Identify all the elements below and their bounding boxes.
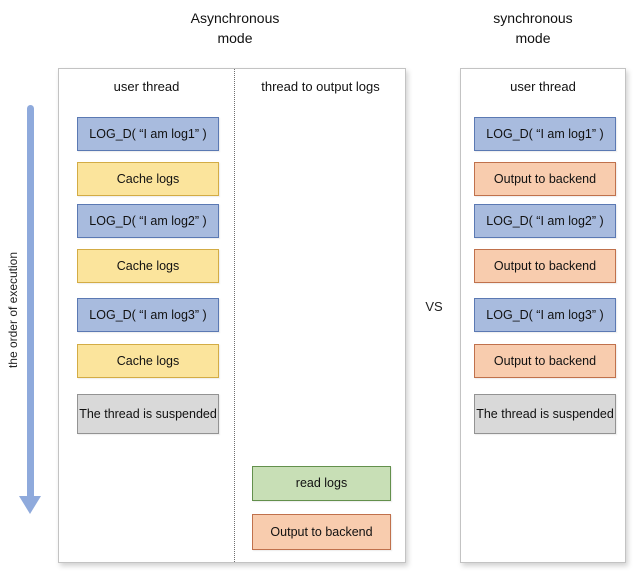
async-node-cache-logs-1: Cache logs xyxy=(77,162,219,196)
vs-label: VS xyxy=(425,299,443,314)
sync-node-log1: LOG_D( “I am log1” ) xyxy=(474,117,616,151)
async-user-thread-header: user thread xyxy=(113,79,180,94)
thread-divider-dotted-line xyxy=(234,69,235,562)
async-node-log3: LOG_D( “I am log3” ) xyxy=(77,298,219,332)
async-output-thread-header: thread to output logs xyxy=(261,79,380,94)
async-mode-panel: user thread thread to output logs LOG_D(… xyxy=(58,68,406,563)
execution-order-arrowhead-icon xyxy=(19,496,41,514)
async-node-log2: LOG_D( “I am log2” ) xyxy=(77,204,219,238)
title-synchronous-mode: synchronous mode xyxy=(493,10,573,47)
sync-node-output-to-backend-1: Output to backend xyxy=(474,162,616,196)
sync-mode-panel: user thread LOG_D( “I am log1” ) Output … xyxy=(460,68,626,563)
async-node-cache-logs-3: Cache logs xyxy=(77,344,219,378)
async-node-thread-suspended: The thread is suspended xyxy=(77,394,219,434)
title-asynchronous-mode: Asynchronous mode xyxy=(190,10,280,47)
async-node-log1: LOG_D( “I am log1” ) xyxy=(77,117,219,151)
sync-node-log3: LOG_D( “I am log3” ) xyxy=(474,298,616,332)
async-node-cache-logs-2: Cache logs xyxy=(77,249,219,283)
sync-user-thread-header: user thread xyxy=(510,79,576,94)
sync-node-output-to-backend-3: Output to backend xyxy=(474,344,616,378)
sync-node-log2: LOG_D( “I am log2” ) xyxy=(474,204,616,238)
execution-order-label: the order of execution xyxy=(6,251,20,369)
async-node-read-logs: read logs xyxy=(252,466,391,501)
sync-node-thread-suspended: The thread is suspended xyxy=(474,394,616,434)
sync-node-output-to-backend-2: Output to backend xyxy=(474,249,616,283)
execution-order-arrow xyxy=(27,105,34,497)
async-node-output-to-backend: Output to backend xyxy=(252,514,391,550)
